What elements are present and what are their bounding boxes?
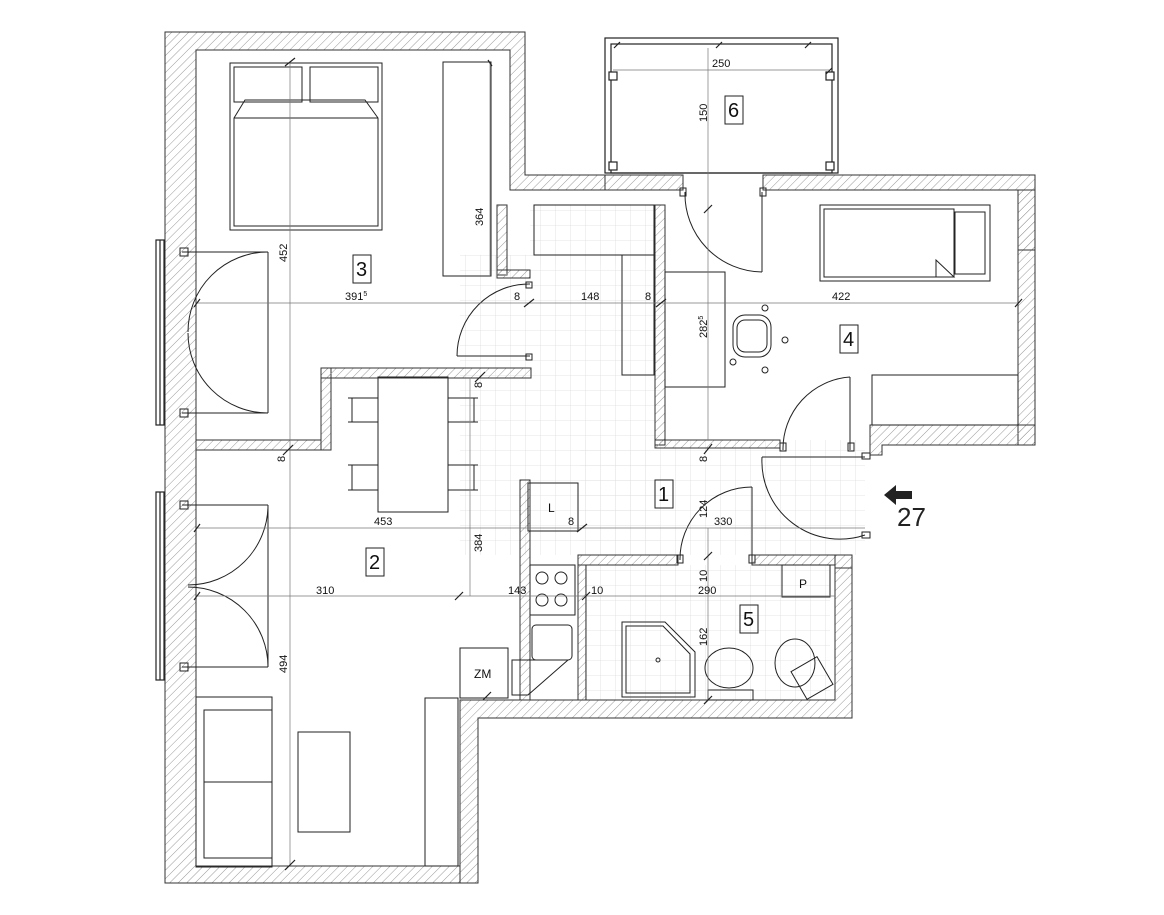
dim-wall-r4: 8	[645, 291, 651, 303]
dim-wall-dining: 8	[473, 382, 485, 388]
washer-label: P	[799, 577, 807, 591]
dim-r2-width: 453	[374, 516, 392, 528]
room-5-label: 5	[743, 609, 754, 631]
boiler-label: ZM	[474, 667, 491, 681]
dim-r3-width: 3915	[345, 291, 367, 303]
room-6-label: 6	[728, 100, 739, 122]
room-4-label: 4	[843, 329, 854, 351]
bed-single	[819, 204, 991, 282]
office-chair	[729, 304, 789, 374]
balcony-doors-room2	[179, 500, 269, 672]
dim-hall-width: 330	[714, 516, 732, 528]
dim-wall-r3-door: 8	[514, 291, 520, 303]
bed-double	[229, 62, 383, 231]
dimension-ticks	[193, 41, 1023, 871]
room-numbers	[352, 95, 859, 634]
kitchen-counter-top	[533, 204, 655, 376]
dim-r4-width: 422	[832, 291, 850, 303]
wardrobe	[442, 61, 492, 277]
balcony-doors-room3	[179, 247, 269, 418]
dim-wall-r2: 8	[276, 456, 288, 462]
sofa-room4	[871, 374, 1019, 426]
bathroom-fixtures	[621, 564, 834, 701]
dim-wall-kitchen: 8	[568, 516, 574, 528]
dim-kitchen-width: 143	[508, 585, 526, 597]
dim-balcony-depth: 150	[698, 104, 710, 122]
unit-number: 27	[897, 502, 926, 532]
dim-balcony-width: 250	[712, 58, 730, 70]
dim-r2-inner: 310	[316, 585, 334, 597]
dim-wall-r4-bottom: 8	[698, 456, 710, 462]
dim-wall-bath: 10	[698, 570, 710, 582]
dining-table	[348, 376, 478, 513]
dim-desk: 2825	[698, 316, 710, 338]
dim-hall-height: 124	[698, 500, 710, 518]
dim-r2-height: 494	[278, 655, 290, 673]
desk	[664, 271, 726, 388]
tv-cabinet	[424, 697, 459, 867]
dim-r3-height: 452	[278, 244, 290, 262]
dim-wardrobe: 364	[474, 208, 486, 226]
balcony	[604, 37, 839, 174]
dim-wall-kitchen-bath: 10	[591, 585, 603, 597]
room-3-label: 3	[356, 259, 367, 281]
sofa-room2	[195, 696, 273, 868]
dim-bath-height: 162	[698, 628, 710, 646]
dim-kitchen-height: 384	[473, 534, 485, 552]
dim-bath-width: 290	[698, 585, 716, 597]
rug	[297, 731, 351, 833]
room-1-label: 1	[658, 484, 669, 506]
exterior-walls	[164, 31, 1036, 884]
interior-doors	[456, 187, 871, 564]
dimension-lines	[196, 48, 1018, 866]
tiled-floor	[460, 205, 865, 700]
dimension-labels: 3915 452 364 8 148 8 422 2825 250 150 8 …	[276, 58, 850, 673]
entrance-arrow-icon	[884, 485, 912, 505]
windows	[155, 239, 165, 681]
fridge-label: L	[548, 501, 555, 515]
room-2-label: 2	[369, 552, 380, 574]
dim-corridor: 148	[581, 291, 599, 303]
kitchen-units	[459, 482, 579, 699]
